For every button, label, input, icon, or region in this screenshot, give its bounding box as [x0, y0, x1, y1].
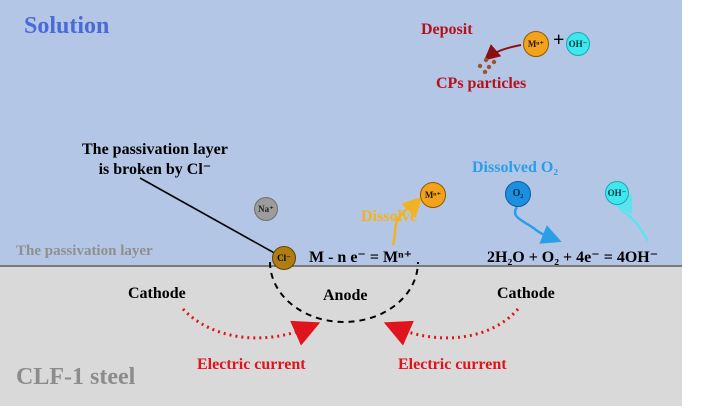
deposit-label: Deposit: [421, 21, 473, 38]
solution-title: Solution: [24, 13, 110, 39]
particle-dot: [483, 57, 489, 63]
metal-ion-icon: Mⁿ⁺: [523, 31, 549, 57]
dissolved-o2-label: Dissolved O₂: [472, 159, 559, 176]
chloride-ion-icon: Cl⁻: [272, 246, 296, 270]
dissolve-label: Dissolve: [361, 208, 417, 225]
particle-dot: [477, 63, 483, 69]
passivation-layer-label: The passivation layer: [16, 243, 153, 259]
particle-dot: [486, 64, 492, 70]
passivation-break-line1: The passivation layer: [82, 141, 228, 158]
plus-sign: +: [553, 29, 565, 51]
oxygen-arrow: [513, 206, 562, 244]
hydroxide-ion-icon: OH⁻: [605, 181, 629, 205]
particle-dot: [482, 69, 488, 75]
cathode-label-right: Cathode: [497, 285, 555, 302]
cathodic-reaction: 2H₂O + O₂ + 4e⁻ = 4OH⁻: [487, 249, 659, 266]
electric-current-label-right: Electric current: [398, 356, 507, 373]
cps-particles-label: CPs particles: [436, 75, 527, 92]
sodium-ion-icon: Na⁺: [254, 197, 278, 221]
anodic-reaction: M - n e⁻ = Mⁿ⁺: [309, 249, 413, 266]
hydroxide-arrow: [612, 194, 650, 242]
dissolve-arrow: [391, 196, 423, 246]
steel-region: [0, 266, 682, 406]
particle-dot: [491, 59, 497, 65]
current-arrow-right: [383, 308, 520, 346]
metal-ion-icon: Mⁿ⁺: [420, 182, 446, 208]
oxygen-molecule-icon: O₂: [505, 181, 531, 207]
steel-title: CLF-1 steel: [16, 364, 136, 390]
pointer-line: [139, 177, 279, 256]
passivation-break-line2: is broken by Cl⁻: [98, 161, 212, 178]
deposit-arrow: [483, 44, 522, 61]
anode-label: Anode: [323, 287, 368, 304]
electric-current-label-left: Electric current: [197, 356, 306, 373]
hydroxide-ion-icon: OH⁻: [566, 32, 590, 56]
cathode-label-left: Cathode: [128, 285, 186, 302]
passivation-break-note: The passivation layer is broken by Cl⁻: [82, 140, 228, 180]
current-arrow-left: [181, 307, 321, 346]
